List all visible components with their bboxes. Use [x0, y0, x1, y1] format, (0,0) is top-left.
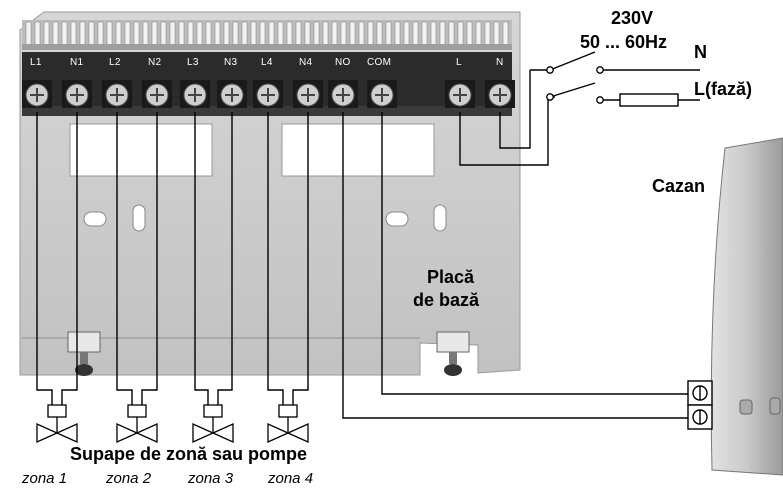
terminal-label: N — [496, 57, 504, 68]
terminal-label: N3 — [224, 57, 238, 68]
mounting-screw-right — [436, 331, 470, 376]
boiler-label: Cazan — [652, 176, 706, 196]
zone-valve-icon — [36, 404, 78, 444]
terminal-screw — [328, 80, 358, 108]
live-phase-label: L(fază) — [694, 79, 752, 99]
terminal-label: L — [456, 57, 462, 68]
voltage-label: 230V — [611, 8, 654, 28]
terminal-screw — [62, 80, 92, 108]
terminal-screw — [293, 80, 323, 108]
terminal-label: L4 — [261, 57, 273, 68]
terminal-label: COM — [367, 57, 392, 68]
terminal-screw — [22, 80, 52, 108]
zone-valve-icon — [267, 404, 309, 444]
terminal-label: N1 — [70, 57, 84, 68]
terminal-screws — [22, 80, 515, 108]
terminal-screw — [367, 80, 397, 108]
wires — [36, 51, 700, 419]
base-plate-label-line2: de bază — [413, 290, 480, 310]
plate-window-left — [69, 123, 213, 177]
terminal-screw — [102, 80, 132, 108]
zone-valve-icon — [116, 404, 158, 444]
zone-label: zona 1 — [22, 470, 68, 487]
terminal-screw — [142, 80, 172, 108]
plate-top-ribs — [22, 20, 512, 50]
terminal-label: N2 — [148, 57, 162, 68]
zone-label: zona 2 — [106, 470, 152, 487]
boiler-terminal-block — [687, 380, 713, 430]
frequency-label: 50 ... 60Hz — [580, 32, 668, 52]
zone-label: zona 4 — [268, 470, 314, 487]
terminal-screw — [217, 80, 247, 108]
terminal-screw — [445, 80, 475, 108]
switch-contacts — [546, 66, 604, 104]
zone-valves — [36, 404, 309, 444]
terminal-label: NO — [335, 57, 351, 68]
terminal-label: L1 — [30, 57, 42, 68]
terminal-label: L3 — [187, 57, 199, 68]
terminal-screw — [485, 80, 515, 108]
terminal-screw — [180, 80, 210, 108]
zone-label: zona 3 — [188, 470, 234, 487]
terminal-label: N4 — [299, 57, 313, 68]
base-plate-label-line1: Placă — [427, 267, 475, 287]
zone-valve-icon — [192, 404, 234, 444]
terminal-screw — [253, 80, 283, 108]
neutral-label: N — [694, 42, 707, 62]
plate-window-right — [281, 123, 435, 177]
terminal-label: L2 — [109, 57, 121, 68]
boiler-unit — [710, 137, 783, 476]
valves-caption: Supape de zonă sau pompe — [70, 444, 308, 464]
mounting-screw-left — [67, 331, 101, 376]
